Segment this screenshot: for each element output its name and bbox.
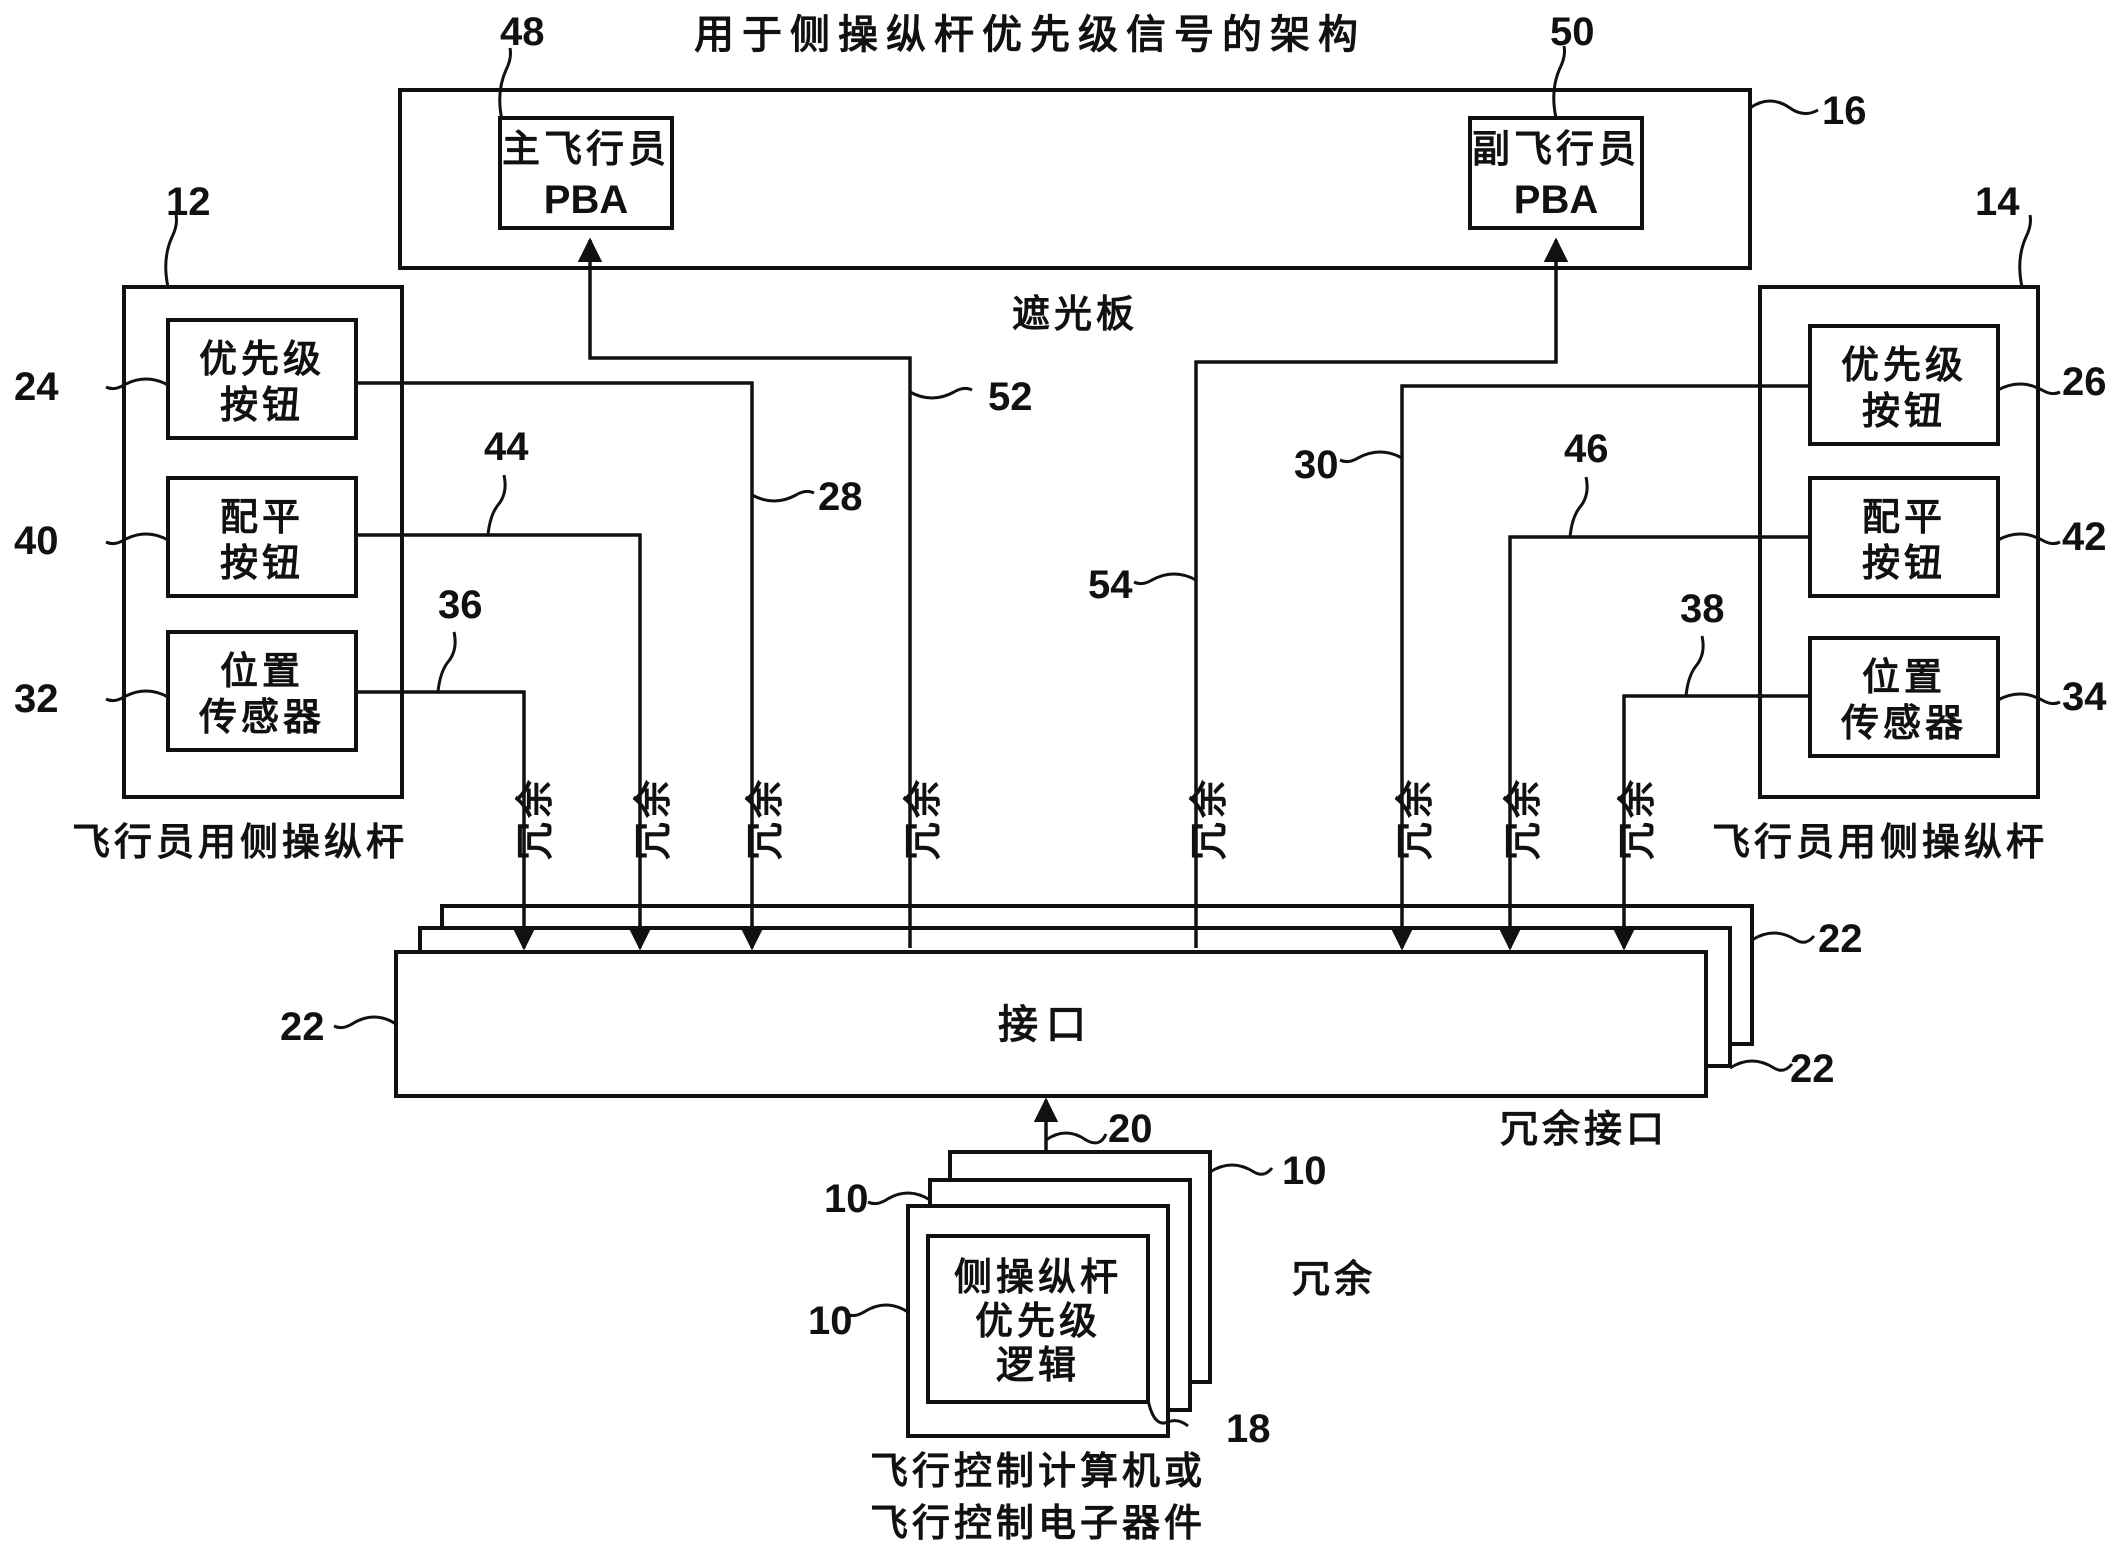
computer-caption-line1: 飞行控制计算机或	[870, 1449, 1206, 1493]
redundant-labels: 冗余 冗余 冗余 冗余 冗余 冗余 冗余 冗余	[513, 776, 1659, 860]
pilot-pba-line1: 主飞行员	[502, 127, 670, 171]
left-sidestick: 12 飞行员用侧操纵杆 优先级 按钮 24 配平 按钮 40 位置 传感器 32	[14, 180, 408, 864]
right-trim-line1: 配平	[1862, 495, 1946, 539]
left-sensor-line2: 传感器	[198, 695, 325, 739]
redundant-label-1: 冗余	[513, 776, 557, 860]
signal-54-line	[1194, 237, 1569, 948]
ref-20: 20	[1108, 1107, 1153, 1151]
ref-28: 28	[818, 475, 863, 519]
ref-10-top: 10	[1282, 1149, 1327, 1193]
copilot-pba-line1: 副飞行员	[1472, 127, 1640, 171]
redundant-label-5: 冗余	[1187, 776, 1231, 860]
ref-24: 24	[14, 365, 59, 409]
right-priority-line2: 按钮	[1862, 389, 1946, 433]
redundant-label-6: 冗余	[1393, 776, 1437, 860]
signal-38-line	[1611, 694, 1810, 951]
left-trim-line1: 配平	[220, 495, 304, 539]
redundant-label-7: 冗余	[1501, 776, 1545, 860]
logic-line2: 优先级	[975, 1299, 1101, 1343]
ref-14: 14	[1975, 180, 2020, 224]
redundant-label-4: 冗余	[901, 776, 945, 860]
ref-38: 38	[1680, 587, 1725, 631]
ref-16: 16	[1822, 89, 1867, 133]
left-priority-line1: 优先级	[199, 337, 325, 381]
right-stick-caption: 飞行员用侧操纵杆	[1712, 820, 2048, 864]
signal-28-line	[356, 381, 765, 951]
redundant-label-3: 冗余	[743, 776, 787, 860]
interface-label: 接口	[998, 1002, 1094, 1048]
computer-caption-line2: 飞行控制电子器件	[870, 1501, 1206, 1545]
left-priority-line2: 按钮	[220, 383, 304, 427]
right-priority-line1: 优先级	[1841, 343, 1967, 387]
signal-30-line	[1389, 384, 1810, 951]
signal-lines: 36 44 28 52 54 30 46 38	[356, 237, 1810, 951]
pilot-pba-box: 主飞行员 PBA 48	[498, 10, 674, 230]
left-stick-caption: 飞行员用侧操纵杆	[72, 820, 408, 864]
ref-10-front: 10	[808, 1299, 853, 1343]
signal-52-line	[577, 237, 912, 948]
computer-redundant-label: 冗余	[1292, 1257, 1376, 1301]
logic-line3: 逻辑	[996, 1343, 1080, 1387]
ref-32: 32	[14, 677, 59, 721]
glareshield-label: 遮光板	[1012, 292, 1138, 336]
logic-line1: 侧操纵杆	[954, 1255, 1122, 1299]
copilot-pba-line2: PBA	[1514, 178, 1598, 222]
ref-54: 54	[1088, 563, 1133, 607]
ref-36: 36	[438, 583, 483, 627]
ref-26: 26	[2062, 360, 2107, 404]
ref-44: 44	[484, 425, 529, 469]
signal-44-line	[356, 533, 653, 951]
ref-46: 46	[1564, 427, 1609, 471]
right-sensor-line2: 传感器	[1840, 701, 1967, 745]
ref-22-middle: 22	[1790, 1047, 1835, 1091]
ref-34: 34	[2062, 675, 2107, 719]
ref-40: 40	[14, 519, 59, 563]
ref-48: 48	[500, 10, 545, 54]
ref-42: 42	[2062, 515, 2107, 559]
signal-36-line	[356, 690, 537, 951]
redundant-interface: 接口 冗余接口 22 22 22	[280, 904, 1863, 1151]
ref-50: 50	[1550, 10, 1595, 54]
ref-30: 30	[1294, 443, 1339, 487]
redundant-label-8: 冗余	[1615, 776, 1659, 860]
left-sensor-line1: 位置	[220, 649, 304, 693]
pilot-pba-line2: PBA	[544, 178, 628, 222]
diagram-title: 用于侧操纵杆优先级信号的架构	[694, 12, 1366, 58]
ref-10-middle: 10	[824, 1177, 869, 1221]
signal-46-line	[1497, 535, 1810, 951]
redundant-label-2: 冗余	[631, 776, 675, 860]
right-sidestick: 14 飞行员用侧操纵杆 优先级 按钮 26 配平 按钮 42 位置 传感器 34	[1712, 180, 2107, 864]
flight-control-computers: 侧操纵杆 优先级 逻辑 18 10 10 10 冗余 飞行控制计算机或 飞行控制…	[808, 1149, 1376, 1545]
left-trim-line2: 按钮	[220, 541, 304, 585]
ref-18: 18	[1226, 1407, 1271, 1451]
ref-22-back: 22	[1818, 917, 1863, 961]
right-trim-line2: 按钮	[1862, 541, 1946, 585]
right-sensor-line1: 位置	[1862, 655, 1946, 699]
interface-caption: 冗余接口	[1500, 1107, 1668, 1151]
copilot-pba-box: 副飞行员 PBA 50	[1468, 10, 1644, 230]
ref-52: 52	[988, 375, 1033, 419]
ref-12: 12	[166, 180, 211, 224]
ref-22-front: 22	[280, 1005, 325, 1049]
